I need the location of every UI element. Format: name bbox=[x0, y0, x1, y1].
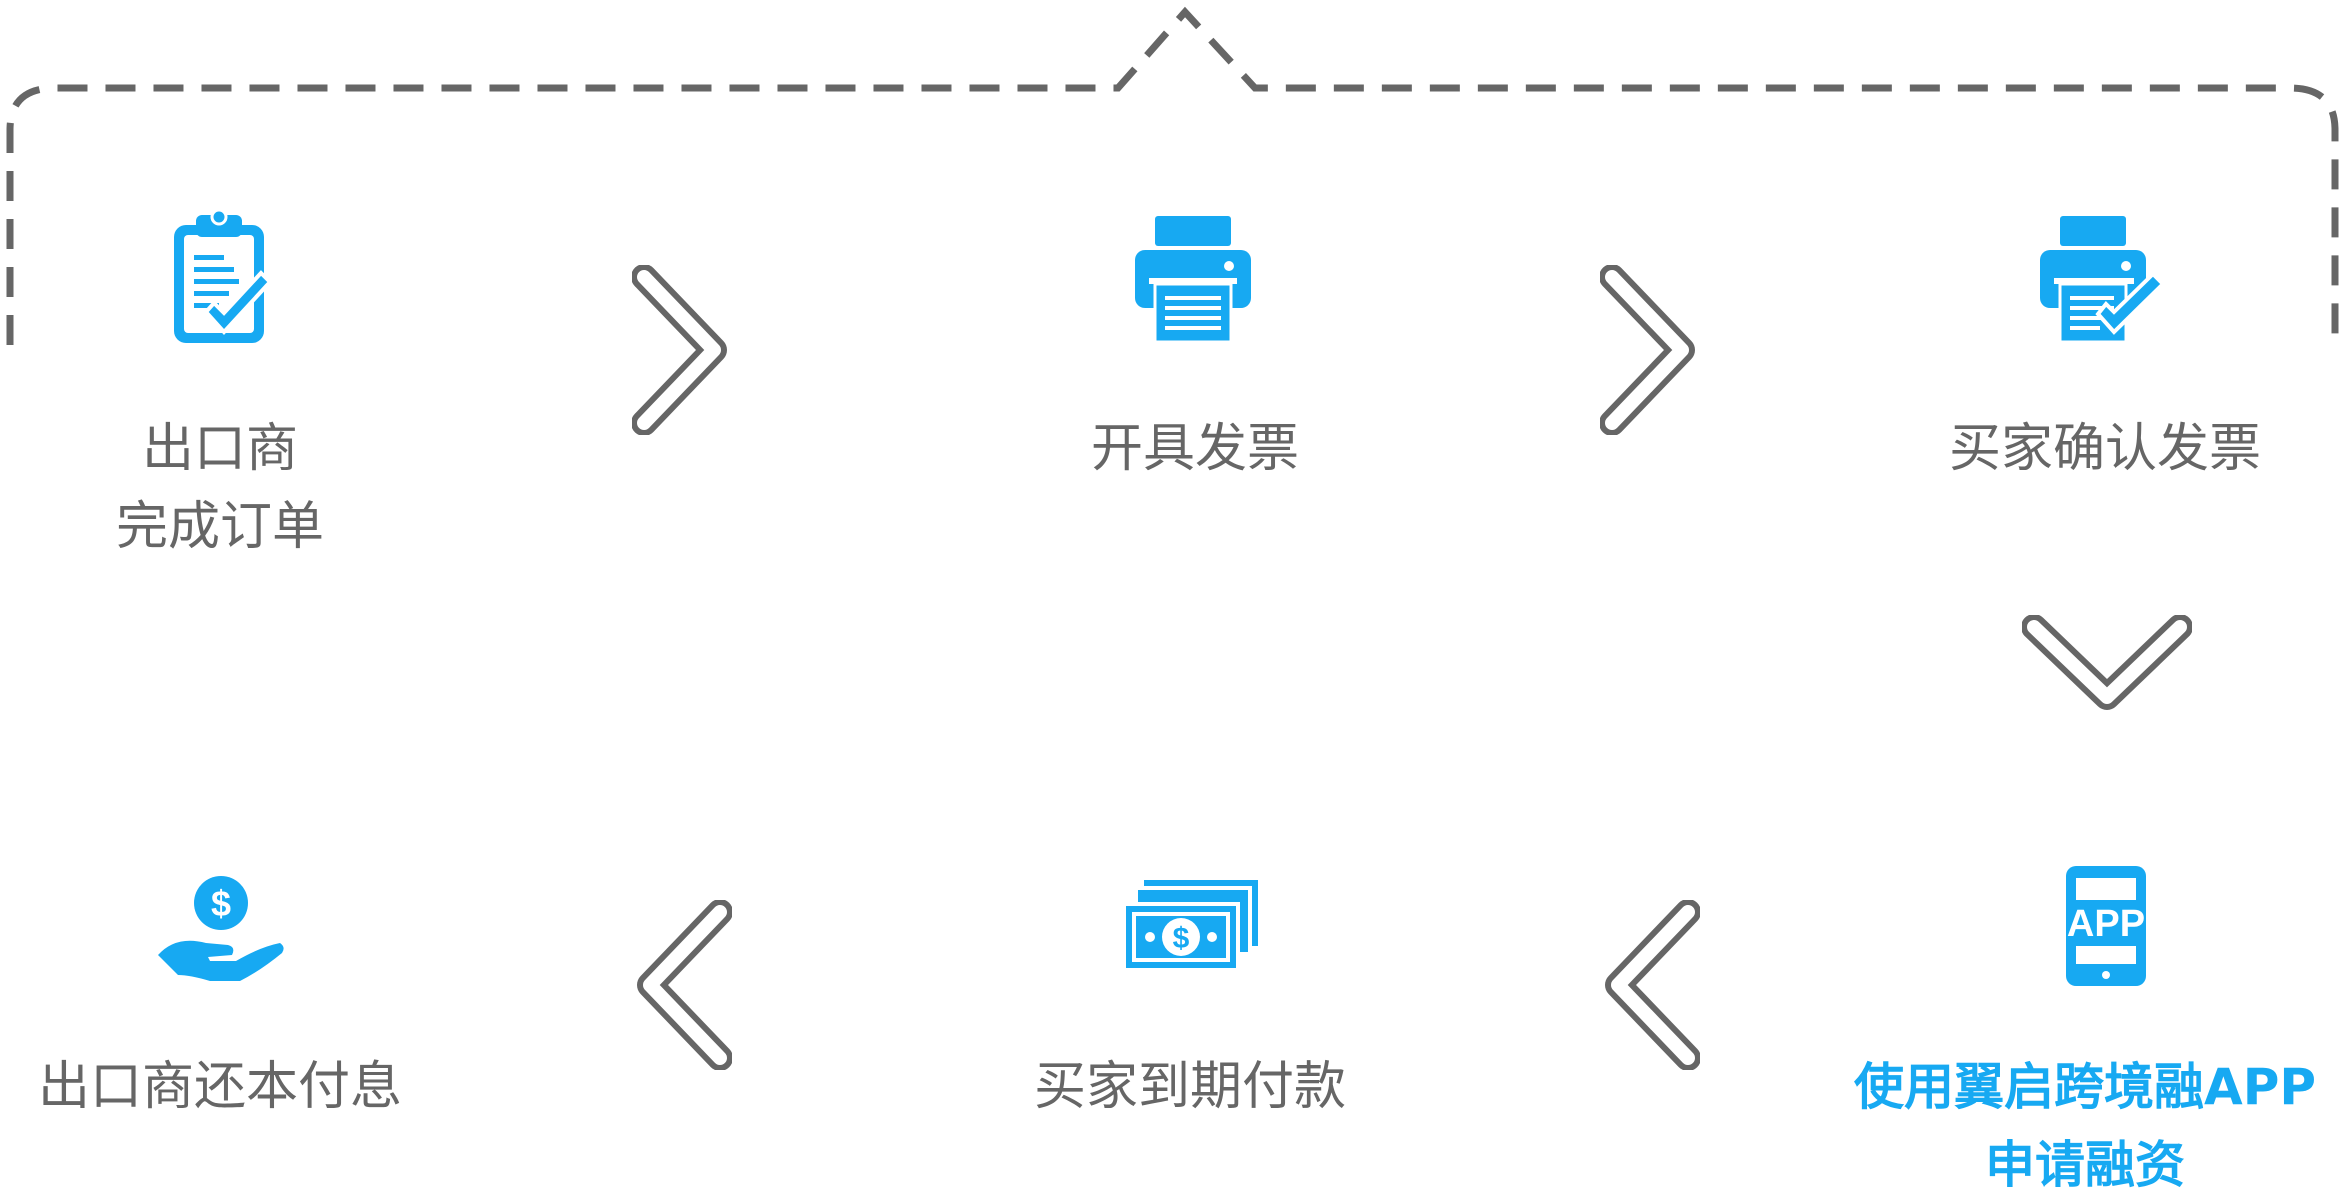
printer-check-icon bbox=[2040, 216, 2166, 344]
dashed-loop-frame bbox=[6, 6, 2339, 345]
clipboard-check-icon bbox=[174, 208, 273, 343]
step-payment-label: 买家到期付款 bbox=[990, 1048, 1390, 1126]
step-order-line-2: 完成订单 bbox=[115, 497, 324, 557]
app-icon-text: APP bbox=[2067, 903, 2145, 945]
step-payment-line-1: 买家到期付款 bbox=[1033, 1057, 1346, 1117]
step-confirm-line-1: 买家确认发票 bbox=[1948, 419, 2261, 479]
step-app-line-1: 使用翼启跨境融APP bbox=[1854, 1058, 2316, 1116]
phone-app-icon: APP bbox=[2066, 866, 2146, 986]
step-invoice-line-1: 开具发票 bbox=[1090, 419, 1299, 479]
step-app-line-2: 申请融资 bbox=[1985, 1136, 2185, 1194]
chevron-down-icon bbox=[2022, 615, 2192, 710]
printer-icon bbox=[1135, 216, 1251, 344]
chevron-left-icon bbox=[637, 900, 732, 1070]
chevron-right-icon bbox=[1600, 265, 1695, 435]
svg-text:$: $ bbox=[1173, 922, 1190, 955]
svg-text:$: $ bbox=[211, 883, 231, 924]
step-order-line-1: 出口商 bbox=[141, 419, 298, 479]
step-invoice-label: 开具发票 bbox=[1030, 410, 1360, 488]
chevron-left-icon bbox=[1605, 900, 1700, 1070]
step-repay-line-1: 出口商还本付息 bbox=[37, 1057, 402, 1117]
hand-dollar-icon: $ bbox=[158, 876, 284, 981]
step-order-label: 出口商 完成订单 bbox=[60, 410, 380, 566]
step-repay-label: 出口商还本付息 bbox=[20, 1048, 420, 1126]
chevron-right-icon bbox=[632, 265, 727, 435]
step-confirm-label: 买家确认发票 bbox=[1910, 410, 2300, 488]
cash-icon: $ bbox=[1122, 880, 1258, 972]
step-app-label: 使用翼启跨境融APP 申请融资 bbox=[1830, 1048, 2340, 1204]
